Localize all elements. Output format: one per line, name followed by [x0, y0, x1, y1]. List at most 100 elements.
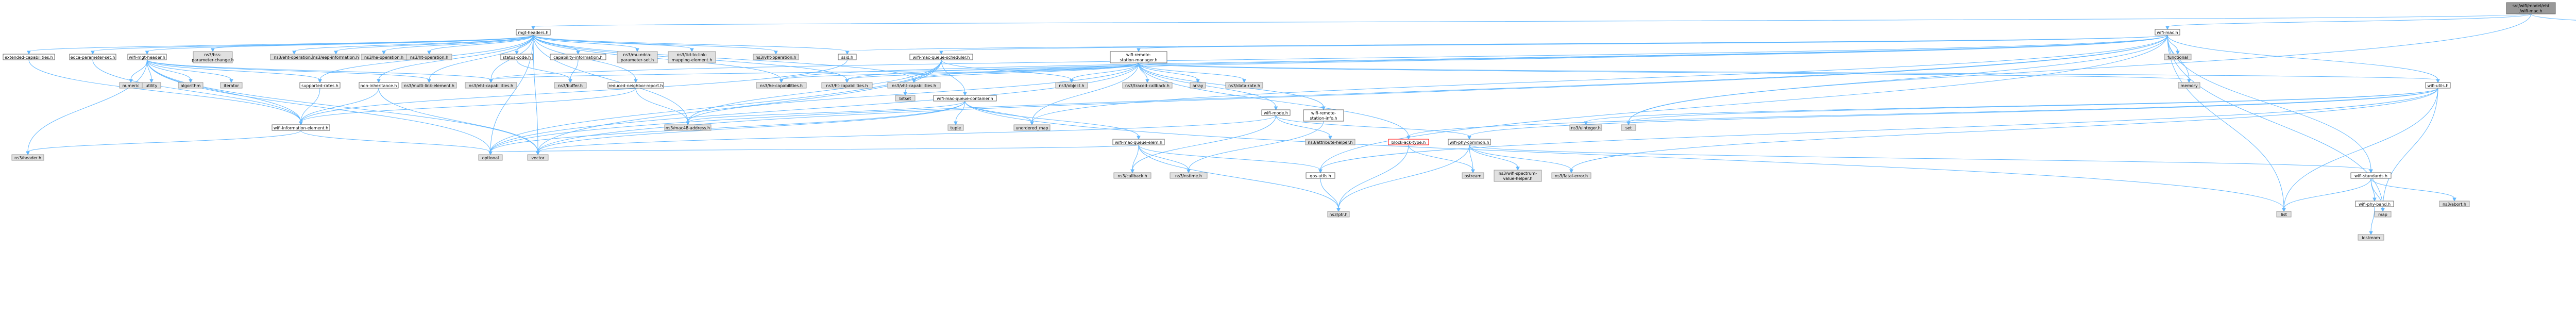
node-callback[interactable]: ns3/callback.h — [1113, 172, 1151, 179]
node-datarate[interactable]: ns3/data-rate.h — [1225, 82, 1263, 89]
node-fatal[interactable]: ns3/fatal-error.h — [1551, 172, 1591, 179]
node-capinfo[interactable]: capability-information.h — [550, 54, 606, 60]
node-edca[interactable]: edca-parameter-set.h — [69, 54, 116, 60]
node-header[interactable]: ns3/header.h — [11, 154, 44, 161]
include-edge-wifimac-to-ehtcap — [489, 35, 2168, 84]
node-root[interactable]: src/wifi/model/eht/wifi-mac.h — [2506, 2, 2556, 14]
include-edge-wutils-to-baa — [1406, 88, 2438, 140]
node-uinteger[interactable]: ns3/uinteger.h — [1569, 124, 1602, 131]
node-rnr[interactable]: reduced-neighbor-report.h — [607, 82, 664, 89]
node-extcap[interactable]: extended-capabilities.h — [3, 54, 55, 60]
node-wrsm[interactable]: wifi-remote-station-manager.h — [1110, 51, 1167, 63]
node-label: ns3/traced-callback.h — [1125, 84, 1170, 88]
edges-layer — [26, 13, 2576, 236]
node-wmqs[interactable]: wifi-mac-queue-scheduler.h — [909, 54, 973, 60]
node-wifimac[interactable]: wifi-mac.h — [2155, 29, 2180, 36]
include-edge-wrsm-to-hecap — [779, 62, 1139, 84]
node-wutils[interactable]: wifi-utils.h — [2425, 82, 2451, 89]
node-wmh[interactable]: wifi-mgt-header.h — [127, 54, 167, 60]
node-ehtop[interactable]: ns3/eht-operation.h — [270, 54, 318, 60]
node-wsvh[interactable]: ns3/wifi-spectrum-value-helper.h — [1494, 170, 1542, 182]
node-wmqc[interactable]: wifi-mac-queue-container.h — [933, 95, 997, 102]
include-edge-mgt-to-wmh — [145, 35, 534, 55]
node-ehtcap[interactable]: ns3/eht-capabilities.h — [465, 82, 517, 89]
include-edge-mgt-to-extcap — [27, 35, 534, 55]
node-mle[interactable]: ns3/multi-link-element.h — [401, 82, 457, 89]
node-label: iterator — [224, 84, 240, 88]
include-edge-mgt-to-mumu — [533, 35, 639, 53]
node-htop[interactable]: ns3/ht-operation.h — [406, 54, 452, 60]
node-numeric[interactable]: numeric — [119, 82, 143, 89]
node-optional[interactable]: optional — [478, 154, 503, 161]
node-set[interactable]: set — [1621, 124, 1636, 131]
node-supp[interactable]: supported-rates.h — [299, 82, 341, 89]
node-label: wifi-mac-queue-scheduler.h — [913, 55, 970, 60]
node-heop[interactable]: ns3/he-operation.h — [361, 54, 407, 60]
node-ssid[interactable]: ssid.h — [838, 54, 857, 60]
node-iterator[interactable]: iterator — [220, 82, 243, 89]
node-utility[interactable]: utility — [142, 82, 161, 89]
include-edge-wmqc-to-umap — [964, 101, 1034, 126]
node-wpc[interactable]: wifi-phy-common.h — [1448, 139, 1491, 145]
node-wstd[interactable]: wifi-standards.h — [2350, 172, 2392, 179]
node-vector[interactable]: vector — [527, 154, 549, 161]
node-wie[interactable]: wifi-information-element.h — [272, 124, 330, 131]
node-umap[interactable]: unordered_map — [1013, 124, 1050, 131]
node-hecap[interactable]: ns3/he-capabilities.h — [756, 82, 807, 89]
node-bss[interactable]: ns3/bss-parameter-change.h — [192, 51, 234, 63]
node-ptr[interactable]: ns3/ptr.h — [1327, 211, 1350, 218]
node-baa[interactable]: block-ack-type.h — [1388, 139, 1429, 145]
node-label: wifi-remote- — [1126, 53, 1151, 57]
include-edge-wrsm-to-wutils — [1138, 62, 2440, 84]
node-label: ns3/nstime.h — [1175, 174, 1202, 178]
include-edge-mgt-to-ssid — [533, 35, 850, 55]
node-wmode[interactable]: wifi-mode.h — [1261, 109, 1291, 116]
node-attrhelper[interactable]: ns3/attribute-helper.h — [1305, 139, 1355, 145]
node-label: edca-parameter-set.h — [71, 55, 115, 60]
include-edge-wrsm-to-traced — [1138, 62, 1149, 84]
node-functional[interactable]: functional — [2164, 54, 2192, 60]
include-edge-wrsm-to-optional — [488, 62, 1139, 156]
node-list[interactable]: list — [2276, 211, 2292, 218]
include-edge-rnr-to-mac48 — [635, 88, 690, 126]
node-qos[interactable]: qos-utils.h — [1306, 172, 1335, 179]
node-wrsi[interactable]: wifi-remote-station-info.h — [1303, 109, 1344, 122]
node-bitset[interactable]: bitset — [895, 95, 916, 102]
node-algorithm[interactable]: algorithm — [178, 82, 204, 89]
node-object[interactable]: ns3/object.h — [1055, 82, 1088, 89]
node-abort[interactable]: ns3/abort.h — [2439, 201, 2470, 207]
node-iostream[interactable]: iostream — [2358, 234, 2384, 241]
include-edge-wutils-to-qos — [1318, 88, 2438, 174]
include-edge-wifimac-to-htcap — [845, 35, 2168, 84]
node-label: ns3/wifi-spectrum- — [1499, 171, 1537, 176]
node-tid[interactable]: ns3/tid-to-link-mapping-element.h — [668, 51, 716, 63]
node-traced[interactable]: ns3/traced-callback.h — [1122, 82, 1173, 89]
node-buffer[interactable]: ns3/buffer.h — [554, 82, 587, 89]
node-label: wifi-phy-band.h — [2359, 202, 2391, 207]
node-vhtop[interactable]: ns3/vht-operation.h — [753, 54, 799, 60]
node-status[interactable]: status-code.h — [500, 54, 533, 60]
node-label: ns3/multi-link-element.h — [404, 84, 454, 88]
node-label: wifi-phy-common.h — [1450, 140, 1489, 145]
node-wmqe[interactable]: wifi-mac-queue-elem.h — [1112, 139, 1165, 145]
include-edge-wmh-to-algorithm — [147, 59, 193, 84]
include-edge-wifimac-to-set — [1626, 35, 2168, 126]
node-mac48[interactable]: ns3/mac48-address.h — [664, 124, 711, 131]
node-ostream[interactable]: ostream — [1462, 172, 1484, 179]
node-nstime[interactable]: ns3/nstime.h — [1170, 172, 1208, 179]
node-mumu[interactable]: ns3/mu-edca-parameter-set.h — [617, 51, 658, 63]
node-mgt[interactable]: mgt-headers.h — [516, 29, 551, 36]
node-vhtcap[interactable]: ns3/vht-capabilities.h — [887, 82, 941, 89]
include-edge-wrsm-to-umap — [1030, 62, 1139, 126]
node-label: src/wifi/model/eht — [2513, 4, 2550, 8]
node-noninh[interactable]: non-inheritance.h — [359, 82, 399, 89]
node-tuple[interactable]: tuple — [947, 124, 964, 131]
node-wpb[interactable]: wifi-phy-band.h — [2355, 201, 2394, 207]
node-array[interactable]: array — [1190, 82, 1206, 89]
node-map[interactable]: map — [2374, 211, 2392, 218]
node-eep[interactable]: ns3/eep-information.h — [312, 54, 360, 60]
include-edge-wmqe-to-qos — [1138, 144, 1323, 174]
node-htcap[interactable]: ns3/ht-capabilities.h — [821, 82, 873, 89]
node-memory[interactable]: memory — [2178, 82, 2200, 89]
